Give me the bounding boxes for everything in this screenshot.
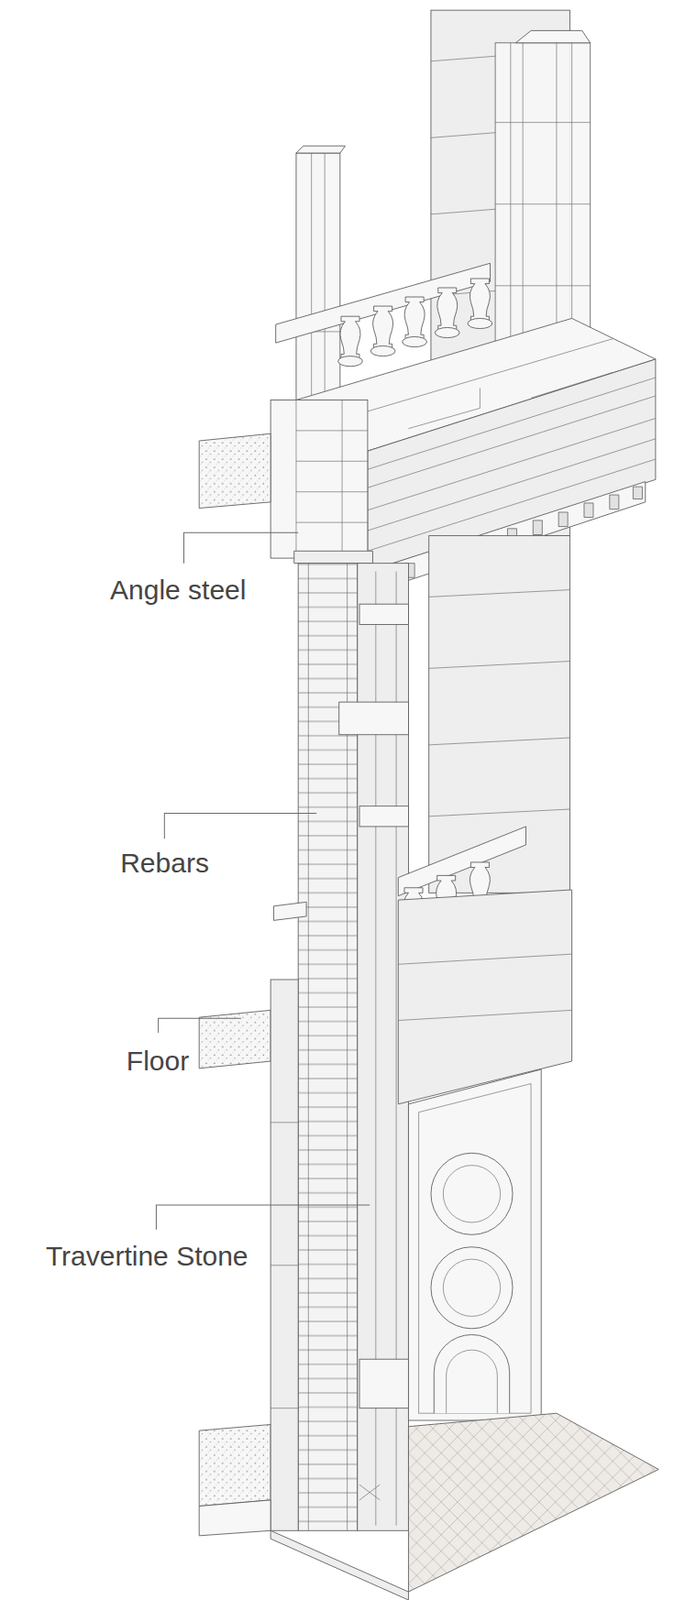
upper-balustrade [276,263,493,366]
part-label: Travertine Stone [44,1240,251,1274]
part-label: Rebars [118,847,211,881]
stone-band [397,890,572,1105]
leader-line [155,532,370,1231]
part-label: Floor [124,1045,191,1079]
lower-wall [270,902,307,1532]
part-label: Angle steel [108,574,248,608]
ground [198,1414,659,1600]
steel-post [296,145,345,421]
angle-steel-frame [270,400,373,564]
ornamental-panel [408,1070,542,1422]
